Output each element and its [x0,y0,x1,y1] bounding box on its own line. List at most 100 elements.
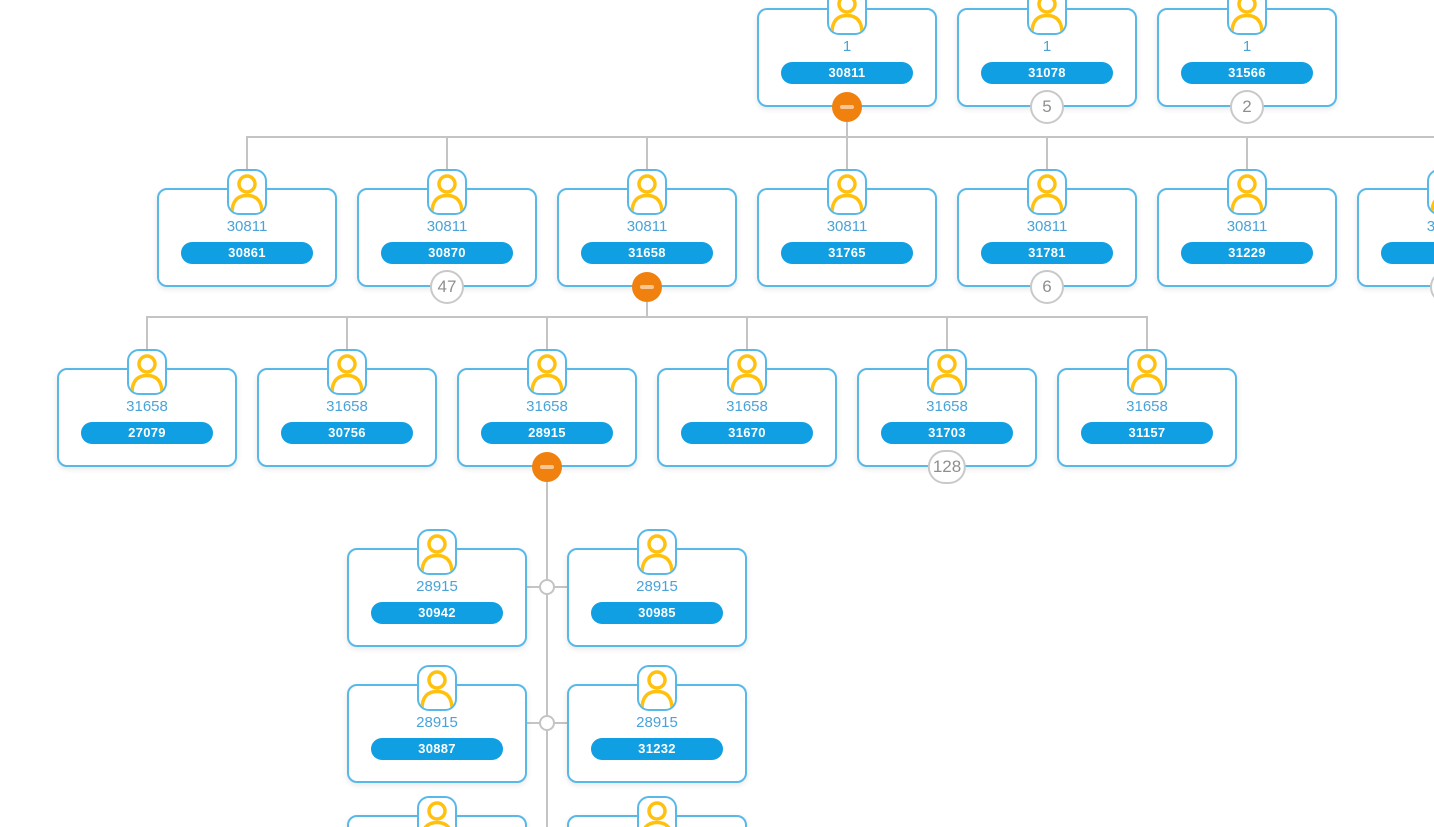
node-label: 30811 [226,218,268,235]
collapse-button[interactable] [832,92,862,122]
org-node-level4[interactable]: 28915 31232 [567,665,747,799]
org-node-level4[interactable]: 28915 30887 [347,665,527,799]
org-node-level3[interactable]: 31658 31703 128 [857,349,1037,484]
children-count-button[interactable]: 6 [1030,270,1064,304]
collapse-button[interactable] [532,452,562,482]
avatar-badge [417,796,457,827]
connector-line [1046,137,1048,169]
connector-line [846,137,848,169]
avatar-badge [727,349,767,395]
connector-line [646,137,648,169]
avatar-badge [1227,169,1267,215]
connector-line [746,317,748,349]
collapse-button[interactable] [632,272,662,302]
node-badge: 30870 [381,242,513,264]
avatar-badge [1227,0,1267,35]
org-node-level2[interactable]: 30811 31658 [557,169,737,303]
person-icon [420,670,454,709]
node-card [1357,188,1434,287]
person-icon [1230,174,1264,213]
org-node-level1[interactable]: 1 30811 [757,0,937,123]
node-badge: 30756 [281,422,413,444]
org-node-level3[interactable]: 31658 31670 [657,349,837,483]
node-badge: 31232 [591,738,723,760]
person-icon [643,801,671,827]
person-icon [730,354,764,393]
person-icon [930,354,964,393]
connector-line [646,302,648,318]
minus-icon [840,105,854,109]
org-node-level4[interactable] [567,796,747,827]
org-node-level3[interactable]: 31658 31157 [1057,349,1237,483]
minus-icon [540,465,554,469]
person-icon [630,174,664,213]
node-label: 30811 [1226,218,1268,235]
person-icon [423,801,451,827]
org-node-level3[interactable]: 31658 28915 [457,349,637,483]
org-node-level4[interactable]: 28915 30942 [347,529,527,663]
node-badge: 31703 [881,422,1013,444]
node-badge: 27079 [81,422,213,444]
node-badge: 30811 [781,62,913,84]
children-count-button[interactable]: 128 [927,450,967,484]
org-node-level2[interactable]: 30811 31229 [1157,169,1337,303]
node-badge: 31670 [681,422,813,444]
person-icon [1130,354,1164,393]
connector-line [546,481,548,827]
node-label: 28915 [636,714,678,731]
person-icon [330,354,364,393]
org-node-level2[interactable]: 30811 30861 [157,169,337,303]
avatar-badge [627,169,667,215]
junction-dot [539,715,555,731]
node-badge: 31765 [781,242,913,264]
node-badge: 31566 [1181,62,1313,84]
node-label: 31658 [526,398,568,415]
node-label: 1 [842,38,852,55]
avatar-badge [1427,169,1434,215]
avatar-badge [637,529,677,575]
children-count-button[interactable]: 47 [430,270,464,304]
node-label: 30811 [1026,218,1068,235]
person-icon [1230,0,1264,33]
node-label: 30811 [626,218,668,235]
node-badge: 31781 [981,242,1113,264]
node-label: 28915 [416,714,458,731]
node-badge: 31229 [1181,242,1313,264]
org-node-level4[interactable] [347,796,527,827]
node-label: 31658 [726,398,768,415]
node-badge: 30942 [371,602,503,624]
avatar-badge [127,349,167,395]
avatar-badge [1027,169,1067,215]
connector-line [446,137,448,169]
node-label: 31658 [926,398,968,415]
node-badge: 28915 [481,422,613,444]
person-icon [1430,199,1434,213]
org-node-level2[interactable]: 30811 31781 6 [957,169,1137,304]
children-count-button[interactable]: 2 [1230,90,1264,124]
connector-line [546,317,548,349]
node-label: 31658 [1126,398,1168,415]
avatar-badge [827,0,867,35]
person-icon [230,174,264,213]
node-label: 28915 [416,578,458,595]
children-count-button[interactable]: 5 [1030,90,1064,124]
node-badge: 31157 [1081,422,1213,444]
node-badge: 30861 [181,242,313,264]
avatar-badge [1127,349,1167,395]
node-badge: 30887 [371,738,503,760]
connector-line [146,317,148,349]
avatar-badge [637,665,677,711]
node-badge: 31658 [581,242,713,264]
avatar-badge [1027,0,1067,35]
avatar-badge [527,349,567,395]
avatar-badge [827,169,867,215]
avatar-badge [227,169,267,215]
